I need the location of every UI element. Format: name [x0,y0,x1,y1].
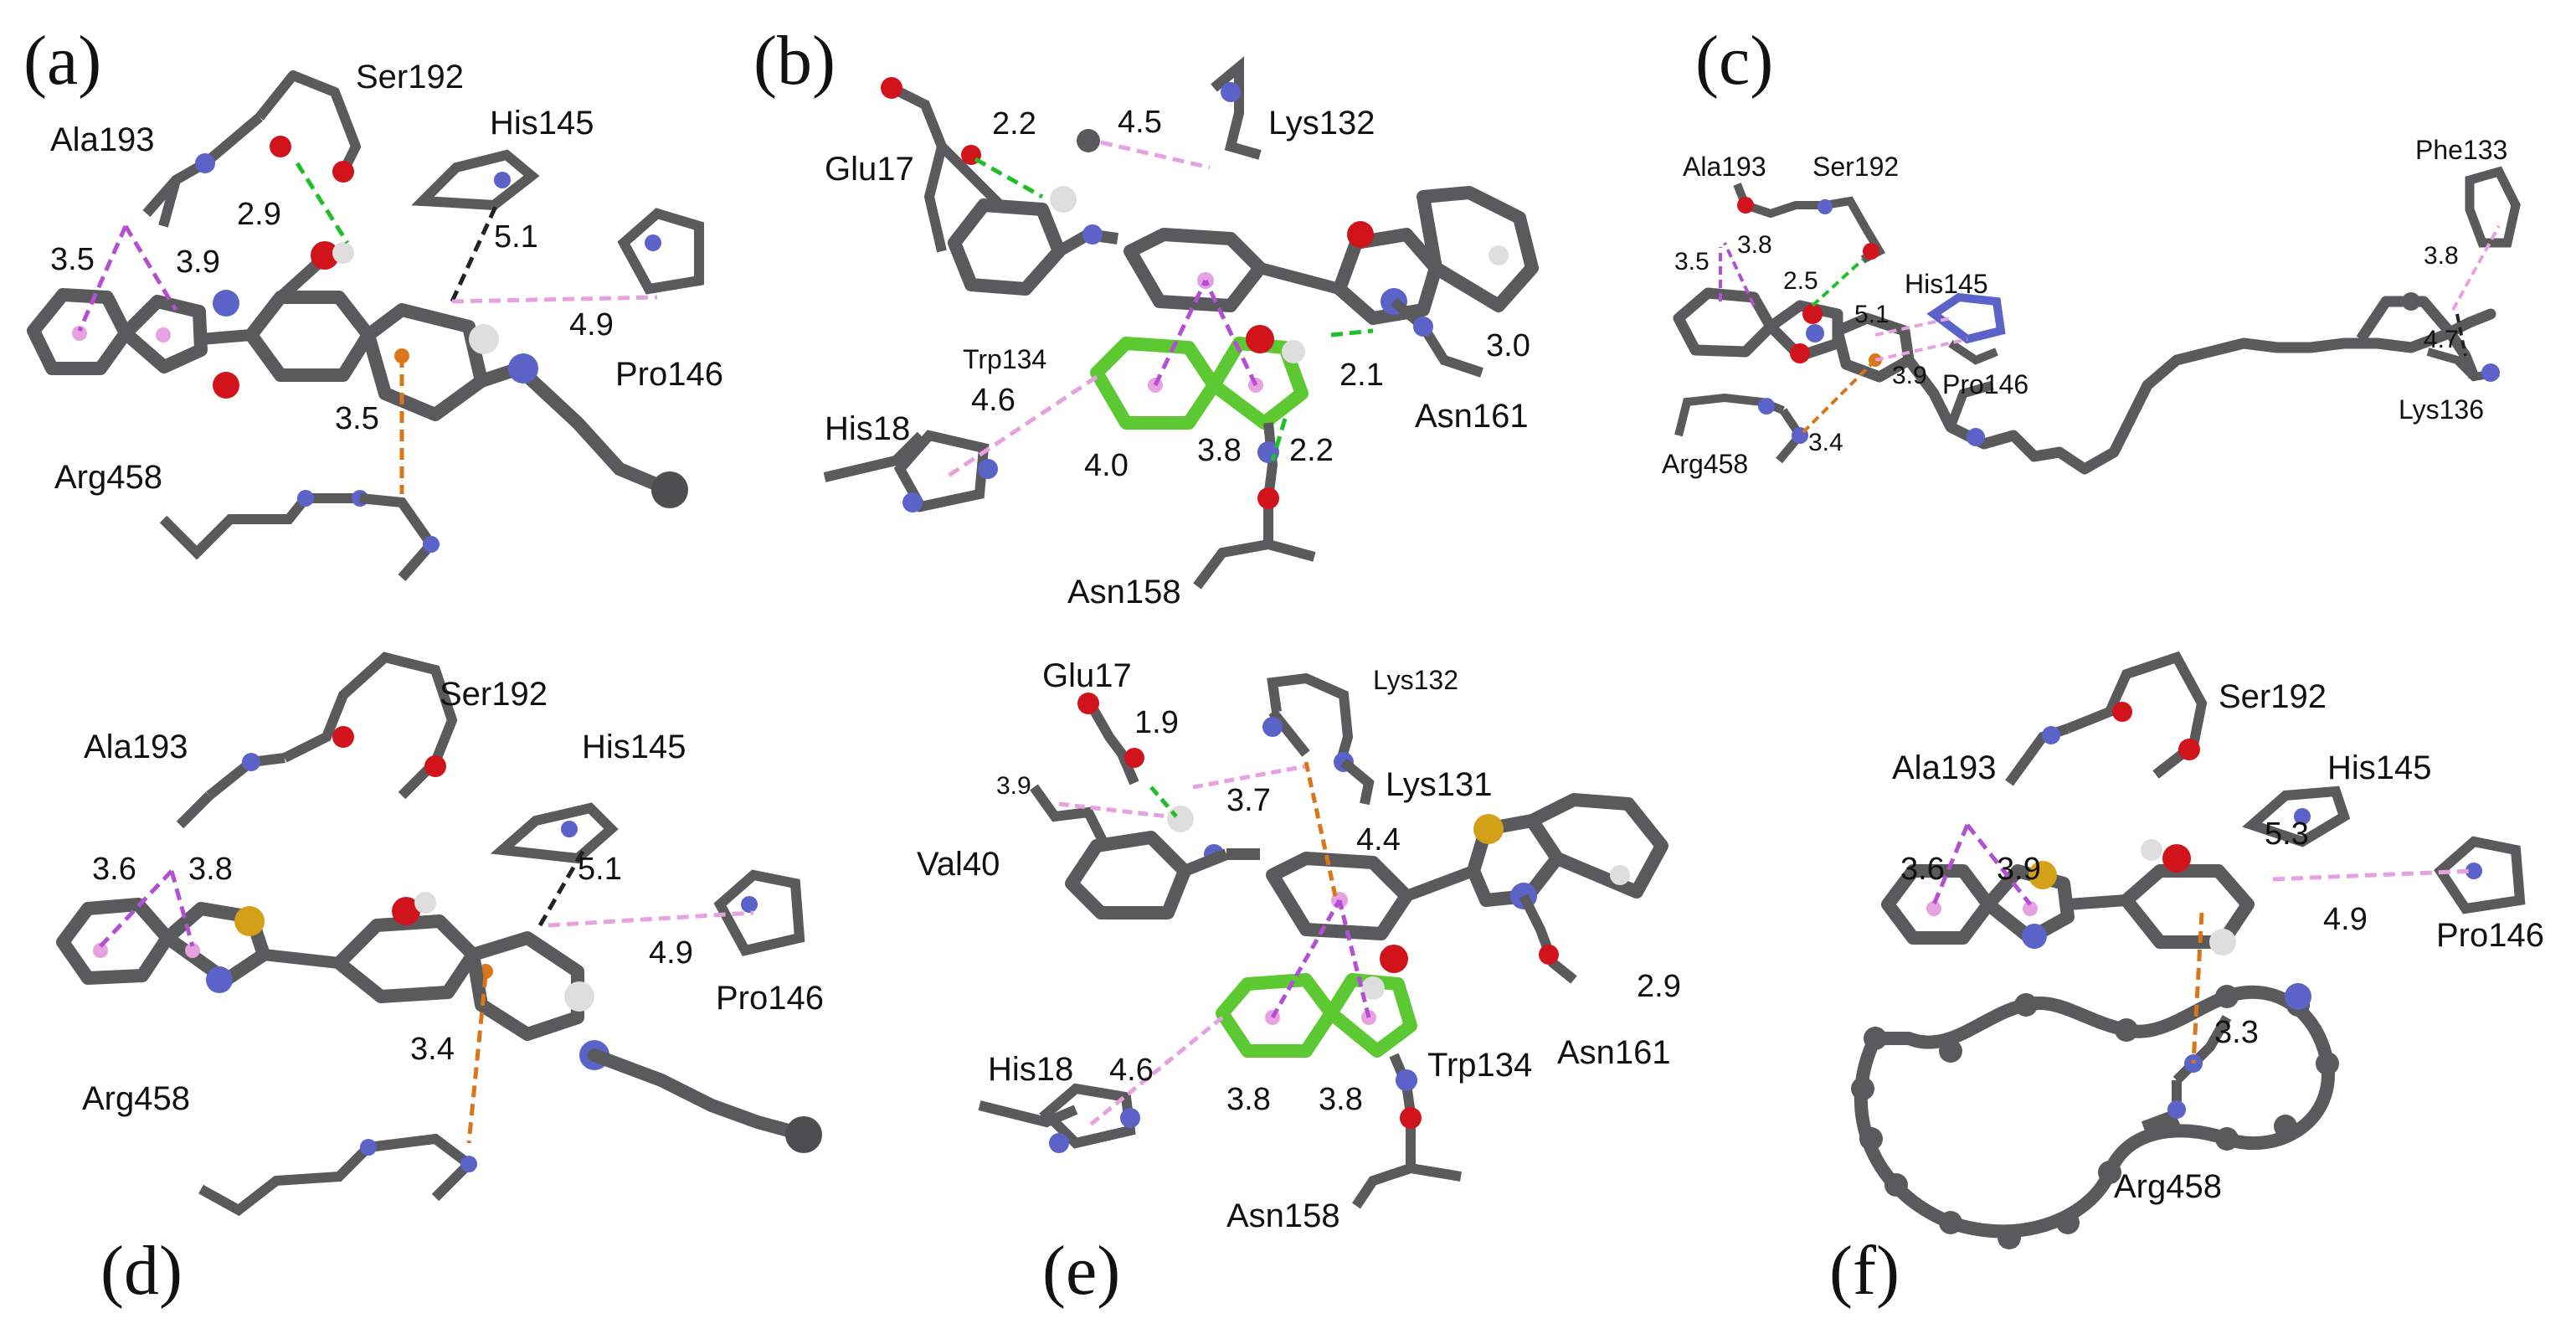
panel-d-molecule [56,652,822,1217]
panel-b-distance-label: 3.8 [1197,433,1242,468]
panel-a-distance-label: 3.5 [50,242,95,277]
panel-f-letter: (f) [1829,1232,1900,1310]
panel-d-residue-label: Ser192 [440,676,548,713]
panel-a-distance-label: 2.9 [237,197,281,232]
panel-b-residue-label: Glu17 [825,151,914,188]
panel-c-molecule [1673,166,2521,475]
panel-c-residue-label: Ala193 [1683,152,1766,182]
panel-b-residue-label: Trp134 [963,344,1046,374]
panel-a-letter: (a) [23,22,101,100]
panel-c-residue-label: His145 [1905,269,1988,299]
panel-f-residue-label: His145 [2327,749,2432,786]
panel-d-distance-label: 5.1 [578,852,622,887]
panel-b-distance-label: 2.2 [992,106,1036,142]
panel-e-distance-label: 2.9 [1637,969,1681,1004]
panel-c-distance-label: 4.7 [2424,326,2459,353]
panel-f-residue-label: Arg458 [2114,1168,2222,1205]
panel-f-distance-label: 3.9 [1997,852,2041,887]
panel-b-distance-label: 2.2 [1289,433,1334,468]
panel-d-distance-label: 3.6 [92,852,136,887]
panel-f-distance-label: 3.3 [2214,1015,2259,1050]
panel-d-residue-label: His145 [582,729,686,765]
panel-d-distance-label: 4.9 [649,935,693,971]
panel-a-distance-label: 3.5 [335,401,379,436]
panel-b-distance-label: 3.0 [1486,328,1530,363]
panel-e-residue-label: Asn161 [1557,1034,1671,1071]
panel-d-residue-label: Arg458 [82,1080,190,1117]
panel-a-residue-label: Arg458 [54,459,162,496]
panel-b-distance-label: 4.0 [1084,448,1129,483]
panel-b-residue-label: Asn158 [1067,574,1181,610]
panel-a-molecule [27,70,704,581]
panel-c-distance-label: 3.9 [1892,362,1927,389]
panel-b: (b) Glu17 Lys132 Trp134 His18 Asn158 Asn… [753,22,1539,610]
panel-c: (c) Ala193 Ser192 Phe133 His145 Pro146 A… [1662,22,2521,479]
panel-a-distance-label: 4.9 [569,307,614,343]
panel-c-residue-label: Lys136 [2399,394,2484,425]
panel-c-residue-label: Pro146 [1942,369,2028,399]
panel-d-distance-label: 3.4 [410,1032,455,1067]
panel-e-residue-label: Asn158 [1226,1198,1340,1234]
panel-c-distance-label: 3.8 [1737,231,1772,259]
panel-d-residue-label: Ala193 [84,729,188,765]
panel-f-molecule [1851,651,2526,1249]
panel-d-residue-label: Pro146 [716,980,824,1017]
panel-b-molecule [823,56,1539,590]
panel-a-residue-label: Ser192 [356,59,464,95]
panel-c-residue-label: Ser192 [1812,152,1899,182]
panel-c-residue-label: Phe133 [2415,135,2507,165]
panel-b-distance-label: 2.1 [1339,358,1384,393]
panel-d: (d) Ser192 Ala193 His145 Pro146 Arg458 3… [56,652,824,1310]
panel-e-distance-label: 3.8 [1319,1082,1363,1117]
panel-e-distance-label: 4.4 [1356,822,1401,858]
panel-a-residue-label: Pro146 [615,356,723,393]
panel-c-distance-label: 3.4 [1808,429,1843,456]
panel-c-distance-label: 5.1 [1854,301,1890,328]
panel-e: (e) Glu17 Lys132 Val40 Lys131 His18 Trp1… [917,657,1681,1310]
panel-e-residue-label: His18 [988,1051,1073,1088]
panel-a-distance-label: 3.9 [176,245,220,280]
panel-e-distance-label: 4.6 [1109,1053,1154,1088]
panel-b-distance-label: 4.6 [971,383,1015,418]
panel-e-residue-label: Val40 [917,846,1000,883]
panel-a: (a) Ala193 Ser192 His145 Pro146 Arg458 2… [23,22,723,581]
panel-e-distance-label: 3.8 [1226,1082,1271,1117]
panel-d-letter: (d) [100,1232,183,1310]
panel-b-residue-label: His18 [825,410,910,447]
panel-e-distance-label: 1.9 [1134,705,1179,740]
panel-a-distance-label: 5.1 [494,219,538,255]
panel-f: (f) Ser192 His145 Ala193 Pro146 Arg458 5… [1829,651,2544,1310]
panel-e-residue-label: Glu17 [1042,657,1132,694]
panel-f-distance-label: 5.3 [2265,816,2309,852]
panel-a-residue-label: His145 [490,105,594,142]
panel-e-distance-label: 3.9 [996,772,1031,800]
panel-b-distance-label: 4.5 [1118,105,1162,140]
panel-e-residue-label: Lys132 [1373,665,1458,695]
panel-f-residue-label: Pro146 [2436,917,2544,954]
panel-b-residue-label: Lys132 [1268,105,1375,142]
panel-c-distance-label: 3.8 [2424,242,2459,270]
panel-c-letter: (c) [1695,22,1773,100]
panel-e-molecule [978,672,1668,1209]
panel-b-letter: (b) [753,22,836,100]
panel-e-residue-label: Lys131 [1386,766,1493,803]
panel-e-distance-label: 3.7 [1226,783,1271,818]
panel-a-residue-label: Ala193 [50,121,155,158]
panel-d-distance-label: 3.8 [188,852,233,887]
panel-f-distance-label: 4.9 [2323,902,2368,937]
panel-c-distance-label: 2.5 [1783,267,1818,295]
panel-f-distance-label: 3.6 [1900,852,1945,887]
panel-b-residue-label: Asn161 [1415,398,1529,435]
panel-c-residue-label: Arg458 [1662,449,1748,479]
panel-e-letter: (e) [1042,1232,1120,1310]
panel-f-residue-label: Ala193 [1892,749,1997,786]
panel-c-distance-label: 3.5 [1674,248,1710,276]
panel-e-residue-label: Trp134 [1427,1047,1532,1084]
panel-f-residue-label: Ser192 [2219,678,2327,715]
